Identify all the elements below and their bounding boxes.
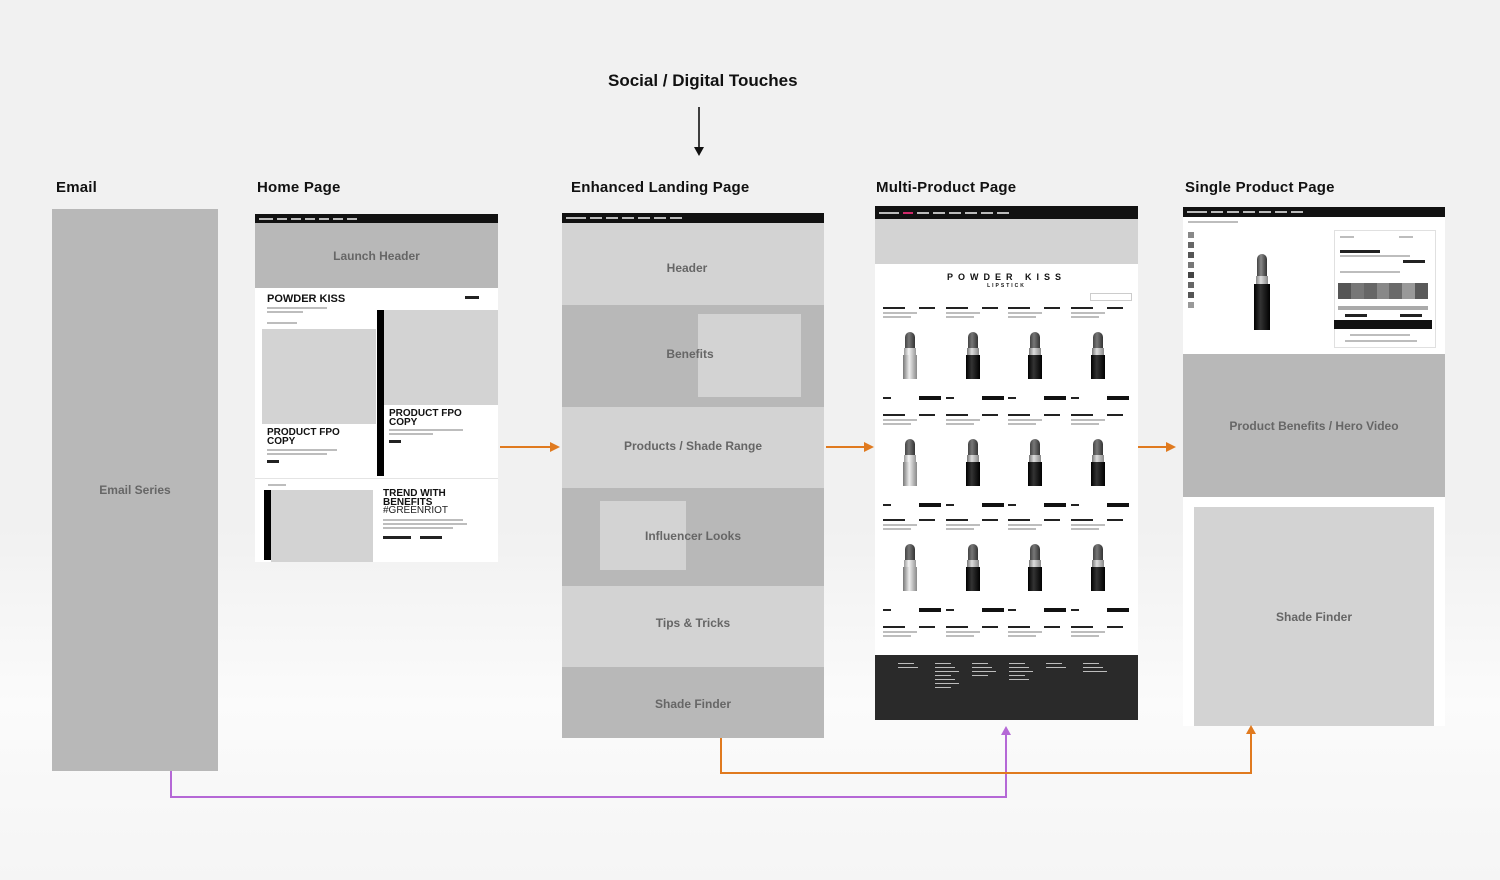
single-benefits-section: Product Benefits / Hero Video	[1183, 354, 1445, 497]
flow-arrow-icon	[1138, 442, 1176, 452]
home-product-fpo-right: PRODUCT FPO COPY	[389, 408, 462, 428]
shop-button[interactable]	[1107, 608, 1129, 612]
flow-arrow-icon	[500, 442, 560, 452]
landing-label-benefits: Benefits	[666, 346, 714, 361]
landing-label-shade-finder: Shade Finder	[654, 697, 731, 711]
shop-button[interactable]	[1044, 503, 1066, 507]
product-name-line	[946, 519, 968, 521]
landing-shade-finder-section	[562, 667, 824, 738]
single-shade-finder-section: Shade Finder	[1194, 507, 1434, 726]
home-product-image-left	[262, 329, 376, 424]
product-name-line	[946, 307, 968, 309]
product-name-line	[946, 414, 968, 416]
shop-button[interactable]	[1044, 608, 1066, 612]
product-name-line	[1071, 307, 1093, 309]
connector-arrowhead-icon	[1001, 726, 1011, 735]
home-product-fpo-left: PRODUCT FPO COPY	[267, 427, 340, 447]
landing-header-section	[562, 223, 824, 305]
shop-button[interactable]	[1107, 396, 1129, 400]
single-add-to-bag-button[interactable]	[1334, 320, 1432, 329]
multi-footer	[875, 655, 1138, 720]
landing-benefits-image	[698, 314, 801, 397]
flow-arrow-icon	[826, 442, 874, 452]
shop-button[interactable]	[1044, 396, 1066, 400]
landing-tips-section	[562, 586, 824, 667]
launch-header-label: Launch Header	[333, 248, 420, 263]
multi-hero-banner	[875, 219, 1138, 264]
home-product-image-right	[384, 310, 498, 405]
shop-button[interactable]	[1107, 503, 1129, 507]
landing-label-header: Header	[666, 261, 708, 275]
multi-hero-subtitle: LIPSTICK	[987, 283, 1026, 289]
multi-sort-dropdown[interactable]	[1090, 293, 1132, 301]
down-arrow-icon	[694, 107, 704, 156]
email-series-label: Email Series	[99, 483, 171, 497]
single-shade-finder-label: Shade Finder	[1275, 609, 1352, 624]
shop-button[interactable]	[919, 503, 941, 507]
shop-button[interactable]	[982, 503, 1004, 507]
single-product-mockup	[1183, 207, 1445, 354]
social-digital-title: Social / Digital Touches	[608, 71, 798, 90]
product-name-line	[883, 626, 905, 628]
product-name-line	[1008, 414, 1030, 416]
home-trend-tag: #GREENRIOT	[383, 505, 449, 516]
shop-button[interactable]	[982, 608, 1004, 612]
single-benefits-label: Product Benefits / Hero Video	[1229, 418, 1399, 433]
email-column-title: Email	[56, 179, 98, 196]
landing-products-section	[562, 407, 824, 488]
product-name-line	[883, 519, 905, 521]
landing-column-title: Enhanced Landing Page	[571, 179, 750, 196]
landing-influencer-image	[600, 501, 686, 570]
shop-button[interactable]	[919, 396, 941, 400]
product-name-line	[1071, 519, 1093, 521]
multi-column-title: Multi-Product Page	[876, 179, 1017, 196]
home-navbar	[255, 214, 498, 223]
product-name-line	[1071, 626, 1093, 628]
multi-hero-title: POWDER KISS	[946, 272, 1066, 282]
product-name-line	[1008, 307, 1030, 309]
single-thumbnails	[1188, 232, 1196, 322]
single-navbar	[1183, 207, 1445, 217]
single-column-title: Single Product Page	[1185, 179, 1335, 196]
home-trend-image	[271, 490, 373, 562]
product-name-line	[1008, 626, 1030, 628]
single-shade-swatches[interactable]	[1338, 283, 1429, 299]
home-trend-bar	[264, 490, 271, 560]
landing-navbar	[562, 213, 824, 223]
product-name-line	[1008, 519, 1030, 521]
home-launch-header: Launch Header	[255, 223, 498, 288]
landing-label-products: Products / Shade Range	[623, 439, 763, 453]
home-trend-heading: TREND WITH BENEFITS	[383, 488, 446, 508]
landing-label-influencer: Influencer Looks	[644, 529, 742, 543]
product-name-line	[883, 307, 905, 309]
shop-button[interactable]	[982, 396, 1004, 400]
product-name-line	[1071, 414, 1093, 416]
email-series-block: Email Series	[52, 209, 218, 771]
home-powder-kiss-heading: POWDER KISS	[267, 293, 346, 305]
shop-button[interactable]	[919, 608, 941, 612]
multi-navbar	[875, 206, 1138, 219]
landing-label-tips: Tips & Tricks	[655, 616, 731, 630]
home-column-title: Home Page	[257, 179, 341, 196]
product-name-line	[946, 626, 968, 628]
connector-arrowhead-icon	[1246, 725, 1256, 734]
home-divider-bar	[377, 310, 384, 476]
product-name-line	[883, 414, 905, 416]
single-product-details	[1334, 230, 1436, 348]
